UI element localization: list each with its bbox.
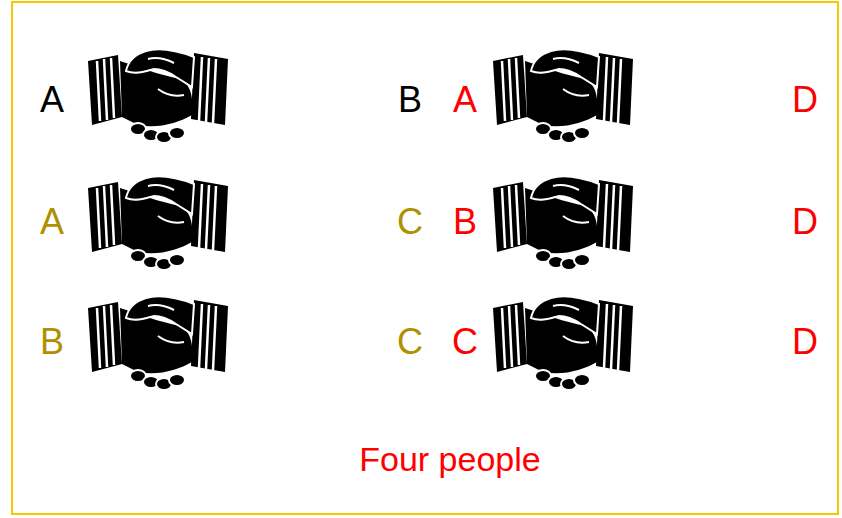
handshake-icon bbox=[88, 176, 228, 270]
person-letter: B bbox=[398, 80, 422, 120]
handshake-icon bbox=[493, 176, 633, 270]
person-letter: D bbox=[792, 80, 818, 120]
handshake-icon bbox=[493, 296, 633, 390]
person-letter: A bbox=[40, 202, 64, 242]
handshake-icon bbox=[88, 296, 228, 390]
person-letter: C bbox=[452, 322, 478, 362]
caption-text: Four people bbox=[359, 441, 540, 478]
person-letter: B bbox=[453, 202, 477, 242]
person-letter: A bbox=[40, 80, 64, 120]
person-letter: A bbox=[453, 80, 477, 120]
frame-border bbox=[12, 2, 838, 514]
person-letter: C bbox=[397, 202, 423, 242]
handshake-icon bbox=[493, 49, 633, 143]
person-letter: C bbox=[397, 322, 423, 362]
person-letter: D bbox=[792, 202, 818, 242]
handshake-icon bbox=[88, 49, 228, 143]
person-letter: D bbox=[792, 322, 818, 362]
person-letter: B bbox=[40, 322, 64, 362]
